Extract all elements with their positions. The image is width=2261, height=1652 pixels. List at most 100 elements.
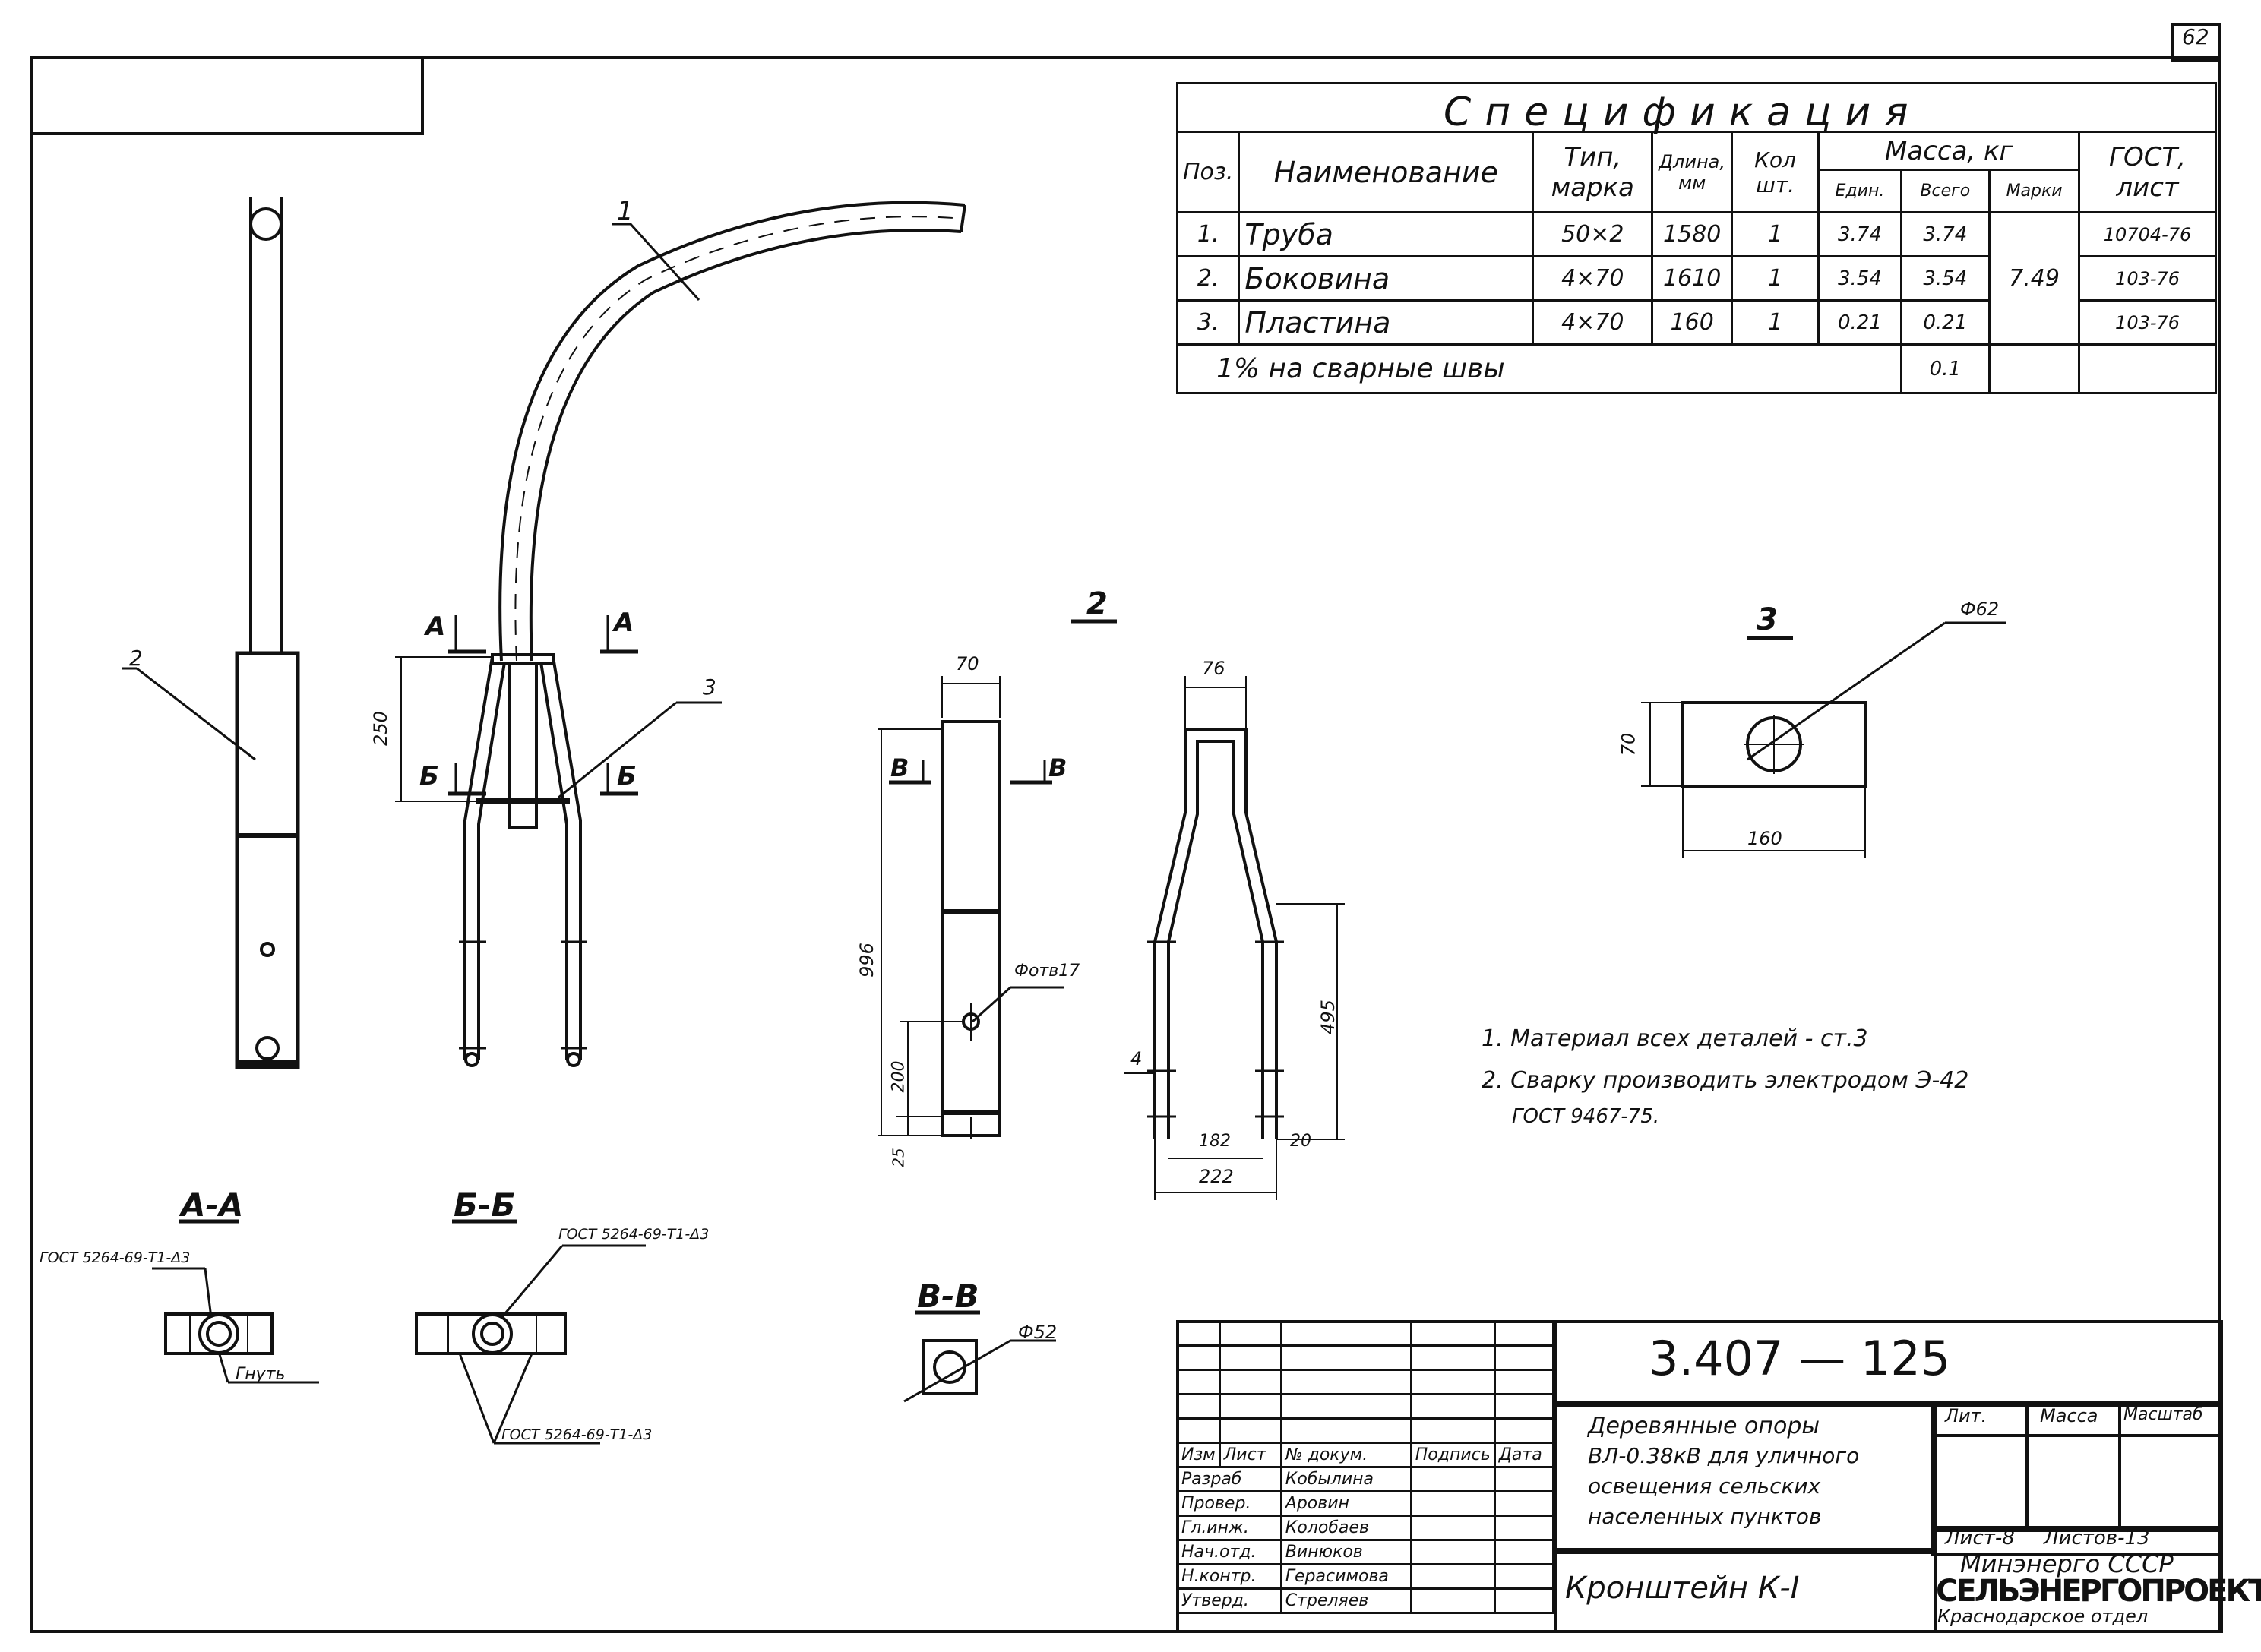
- dim-200: 200: [889, 1060, 909, 1093]
- dim-160: 160: [1747, 828, 1782, 849]
- hole-callout: Фотв17: [1014, 962, 1080, 981]
- item-box: [1554, 1548, 1937, 1633]
- spec-h-qty: Кол шт.: [1730, 131, 1820, 213]
- table-row: 1. Труба 50×2 1580 1 3.74 3.74 7.49 1070…: [1175, 211, 2217, 346]
- dim-4: 4: [1130, 1048, 1143, 1069]
- spec-h-type: Тип, марка: [1532, 131, 1654, 213]
- stamp-role: Н.контр.: [1176, 1563, 1282, 1590]
- stamp-head: Дата: [1493, 1442, 1555, 1468]
- dim-70b: 70: [1617, 732, 1640, 757]
- description-box: [1554, 1401, 1937, 1554]
- spec-table: Поз. Наименование Тип, марка Длина, мм К…: [1175, 82, 2217, 394]
- section-mark-a-right: А: [614, 608, 634, 638]
- page-number-box: [2171, 23, 2221, 62]
- org-branch: Краснодарское отдел: [1937, 1606, 2149, 1627]
- col-scale: Масштаб: [2123, 1405, 2203, 1424]
- table-row: Нач.отд.Винюков: [1176, 1539, 1555, 1565]
- spec-cell: 1580: [1651, 211, 1733, 257]
- org-ministry: Минэнерго СССР: [1960, 1549, 2174, 1578]
- col-mass: Масса: [2040, 1405, 2098, 1426]
- stamp-name: Аровин: [1279, 1490, 1412, 1517]
- spec-cell: 103-76: [2078, 255, 2217, 302]
- stamp-role: Нач.отд.: [1176, 1539, 1282, 1565]
- dim-70: 70: [956, 653, 979, 674]
- section-mark-a-left: А: [425, 611, 446, 642]
- spec-cell: 0.21: [1817, 299, 1902, 346]
- spec-cell: 10704-76: [2078, 211, 2217, 257]
- dim-250: 250: [369, 711, 391, 746]
- org-name: СЕЛЬЭНЕРГОПРОЕКТ: [1936, 1574, 2261, 1609]
- lit-head: [1931, 1401, 2223, 1437]
- spec-cell: Труба: [1238, 211, 1535, 257]
- desc-line-4: населенных пунктов: [1588, 1504, 1822, 1529]
- desc-line-2: ВЛ-0.38кВ для уличного: [1588, 1443, 1860, 1468]
- weld-gost-aa: ГОСТ 5264-69-Т1-Δ3: [40, 1249, 191, 1266]
- sheet-number: Лист-8: [1945, 1527, 2015, 1549]
- stamp-head: Подпись: [1409, 1442, 1496, 1468]
- table-row: Утверд.Стреляев: [1176, 1587, 1555, 1614]
- title-block-head-row: Изм Лист № докум. Подпись Дата: [1176, 1442, 1555, 1468]
- section-vv-title: В-В: [917, 1278, 979, 1315]
- spec-cell: 3.74: [1899, 211, 1991, 257]
- weld-gost-bb-bottom: ГОСТ 5264-69-Т1-Δ3: [501, 1426, 653, 1443]
- spec-h-unit: Един.: [1817, 169, 1902, 213]
- note-2: 2. Сварку производить электродом Э-42: [1482, 1067, 1969, 1094]
- table-row: Провер.Аровин: [1176, 1490, 1555, 1517]
- dim-phi52: Ф52: [1018, 1322, 1058, 1343]
- section-bb-title: Б-Б: [454, 1186, 516, 1224]
- dim-25: 25: [889, 1148, 908, 1167]
- stamp-head: № докум.: [1279, 1442, 1412, 1468]
- spec-cell: 160: [1651, 299, 1733, 346]
- section-mark-b-left: Б: [419, 761, 439, 791]
- table-row: 2. Боковина 4×70 1610 1 3.54 3.54 103-76: [1175, 255, 2217, 302]
- table-row: 3. Пластина 4×70 160 1 0.21 0.21 103-76: [1175, 299, 2217, 346]
- table-row: Н.контр.Герасимова: [1176, 1563, 1555, 1590]
- spec-cell: 3.54: [1899, 255, 1991, 302]
- bend-note: Гнуть: [236, 1365, 286, 1384]
- spec-cell: 3.54: [1817, 255, 1902, 302]
- spec-cell: 3.74: [1817, 211, 1902, 257]
- page-number: 62: [2182, 24, 2209, 49]
- dim-996: 996: [855, 943, 878, 978]
- stamp-name: Колобаев: [1279, 1515, 1412, 1541]
- spec-cell: 103-76: [2078, 299, 2217, 346]
- detail-3-label: 3: [1757, 602, 1778, 637]
- spec-cell: 1: [1730, 255, 1820, 302]
- dim-76: 76: [1202, 658, 1225, 679]
- weld-gost-bb-top: ГОСТ 5264-69-Т1-Δ3: [558, 1226, 710, 1243]
- col-lit: Лит.: [1945, 1405, 1987, 1426]
- code-box: [1554, 1320, 2223, 1407]
- spec-h-total: Всего: [1899, 169, 1991, 213]
- section-mark-v-left: В: [890, 753, 909, 782]
- spec-h-mark: Марки: [1988, 169, 2081, 213]
- stamp-role: Разраб: [1176, 1466, 1282, 1492]
- detail-2-label: 2: [1086, 586, 1108, 621]
- note-1: 1. Материал всех деталей - ст.3: [1482, 1025, 1868, 1052]
- section-aa-title: А-А: [181, 1186, 244, 1224]
- desc-line-3: освещения сельских: [1588, 1474, 1821, 1499]
- dim-20: 20: [1290, 1132, 1311, 1151]
- dim-495: 495: [1317, 1000, 1339, 1034]
- stamp-name: Кобылина: [1279, 1466, 1412, 1492]
- spec-cell: 50×2: [1532, 211, 1654, 257]
- callout-1: 1: [617, 196, 634, 226]
- section-mark-v-right: В: [1048, 753, 1067, 782]
- stamp-name: Герасимова: [1279, 1563, 1412, 1590]
- stamp-head: Лист: [1218, 1442, 1282, 1468]
- stamp-role: Провер.: [1176, 1490, 1282, 1517]
- spec-h-mass: Масса, кг: [1817, 131, 2081, 171]
- spec-h-pos: Поз.: [1175, 131, 1241, 213]
- spec-cell: 0.21: [1899, 299, 1991, 346]
- spec-cell: 1: [1730, 211, 1820, 257]
- dim-182: 182: [1199, 1132, 1231, 1151]
- table-row: 1% на сварные швы 0.1: [1176, 343, 2217, 394]
- spec-cell: Боковина: [1238, 255, 1535, 302]
- spec-cell: 3.: [1175, 299, 1241, 346]
- spec-h-name: Наименование: [1238, 131, 1535, 213]
- spec-weld-mass: 0.1: [1899, 343, 1991, 394]
- sheet-box: [1931, 1526, 2223, 1556]
- drawing-frame: [30, 56, 2221, 1633]
- desc-line-1: Деревянные опоры: [1588, 1413, 1820, 1439]
